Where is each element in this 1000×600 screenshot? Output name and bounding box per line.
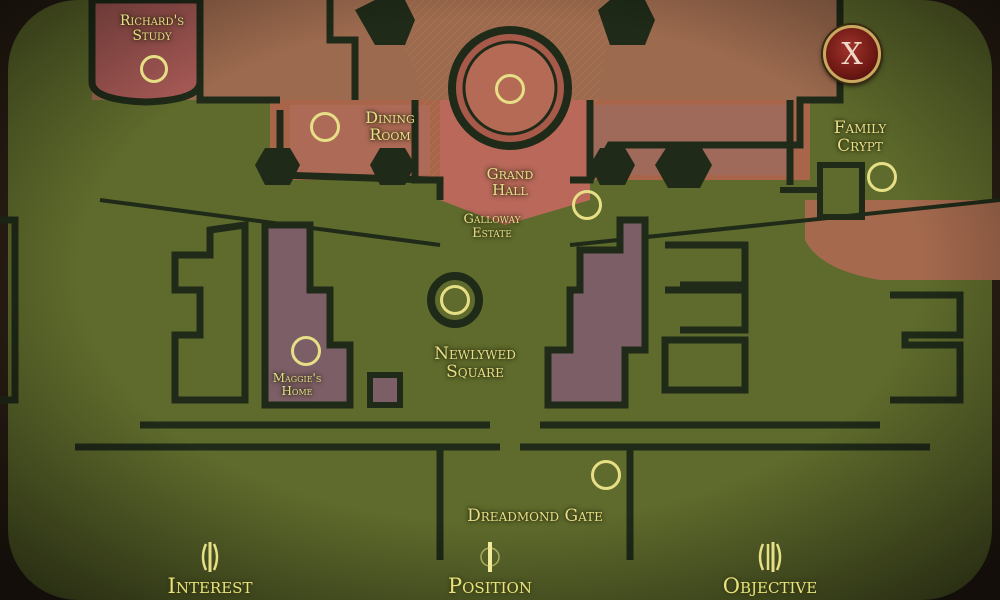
legend-objective-label: Objective — [722, 574, 818, 598]
label-line: Study — [132, 27, 172, 44]
estate-gate-marker[interactable] — [572, 190, 602, 220]
close-map-button[interactable]: X — [823, 25, 881, 83]
dining-room-marker[interactable] — [310, 112, 340, 142]
label-line: Dining — [365, 108, 415, 127]
position-marker-icon — [480, 542, 500, 572]
label-newlywed-square: Newlywed Square — [420, 344, 530, 382]
legend-position-label: Position — [448, 574, 532, 598]
legend-interest[interactable]: Interest — [160, 540, 260, 600]
label-richards-study: Richard's Study — [112, 14, 192, 43]
grand-hall-marker[interactable] — [495, 74, 525, 104]
interest-marker-icon — [201, 542, 219, 572]
richards-study-marker[interactable] — [140, 55, 168, 83]
label-galloway-estate: Galloway Estate — [452, 213, 532, 240]
label-line: Family — [833, 118, 887, 138]
label-line: Richard's — [119, 13, 185, 29]
label-maggies-home: Maggie's Home — [262, 372, 332, 397]
label-line: Hall — [492, 180, 528, 199]
label-line: Square — [446, 361, 504, 382]
label-dreadmond-gate: Dreadmond Gate — [450, 506, 620, 526]
label-line: Home — [281, 383, 313, 398]
close-icon: X — [841, 36, 863, 72]
legend-interest-label: Interest — [167, 574, 253, 598]
dreadmond-gate-marker[interactable] — [591, 460, 621, 490]
family-crypt-marker[interactable] — [867, 162, 897, 192]
legend-objective[interactable]: Objective — [715, 540, 825, 600]
objective-marker-icon — [758, 542, 782, 572]
label-line: Maggie's — [272, 371, 322, 385]
label-line: Crypt — [837, 135, 883, 156]
maggies-home-marker[interactable] — [291, 336, 321, 366]
label-dining-room: Dining Room — [355, 108, 425, 144]
label-line: Newlywed — [434, 344, 516, 364]
label-family-crypt: Family Crypt — [820, 118, 900, 156]
newlywed-square-marker[interactable] — [440, 285, 470, 315]
label-grand-hall: Grand Hall — [480, 165, 540, 199]
label-line: Room — [369, 124, 411, 144]
label-line: Galloway — [463, 212, 521, 227]
label-line: Grand — [486, 165, 534, 183]
legend-position[interactable]: Position — [440, 540, 540, 600]
label-line: Dreadmond Gate — [467, 506, 603, 526]
label-line: Estate — [472, 225, 512, 241]
